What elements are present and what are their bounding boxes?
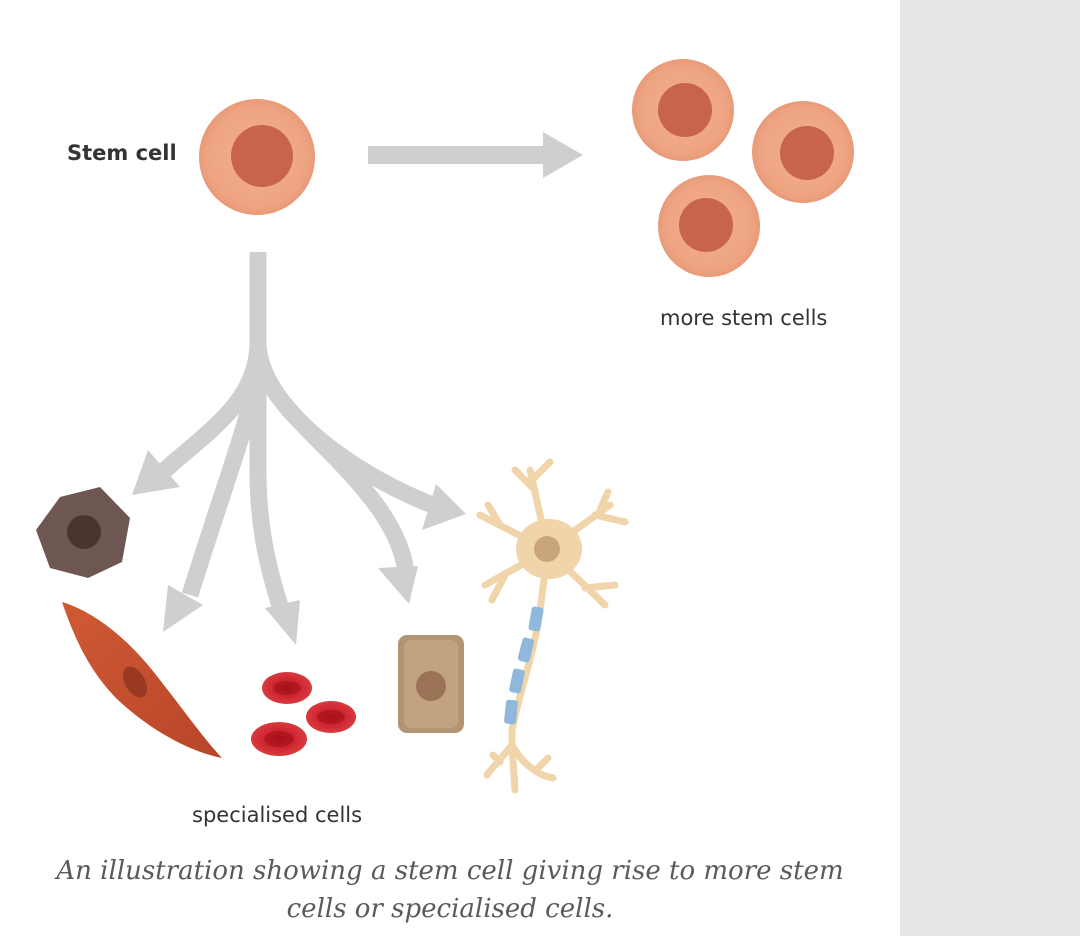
more-stem-cells-label: more stem cells bbox=[660, 306, 828, 330]
more-stem-cells bbox=[632, 59, 854, 277]
muscle-cell bbox=[62, 602, 222, 758]
diagram-canvas bbox=[36, 59, 854, 794]
specialised-cells-label: specialised cells bbox=[192, 803, 363, 827]
stem-cell-label: Stem cell bbox=[67, 141, 177, 165]
red-blood-cells bbox=[251, 672, 356, 756]
nerve-cell bbox=[476, 458, 629, 794]
differentiation-arrowheads bbox=[132, 450, 466, 645]
figure-caption: An illustration showing a stem cell givi… bbox=[56, 856, 844, 924]
dark-hexagonal-cell bbox=[36, 487, 130, 578]
stem-cell-diagram: Stem cell more stem cells specialised ce… bbox=[36, 59, 854, 924]
right-sidebar bbox=[900, 0, 1080, 936]
differentiation-arrows bbox=[159, 252, 444, 615]
stem-cell bbox=[199, 99, 315, 215]
epithelial-cell bbox=[398, 635, 464, 733]
arrow-to-more-stem-cells bbox=[368, 132, 583, 178]
